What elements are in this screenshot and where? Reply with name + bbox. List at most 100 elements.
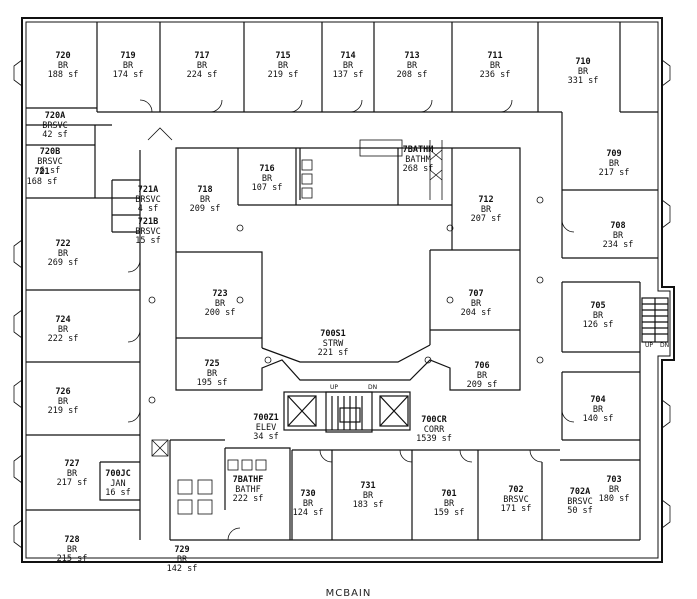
room-area: 137 sf: [332, 70, 364, 80]
room-id: 7BATHM: [402, 145, 434, 155]
room-type: BR: [66, 544, 78, 555]
room-id: 700S1: [320, 329, 346, 339]
room-area: 224 sf: [186, 70, 218, 80]
room-id: 718: [197, 185, 213, 195]
room-area: 180 sf: [598, 494, 630, 504]
room-id: 710: [575, 57, 591, 67]
room-id: 730: [300, 489, 316, 499]
room-id: 721B: [137, 217, 159, 227]
room-id: 706: [474, 361, 490, 371]
room-type: BR: [176, 554, 188, 565]
room-id: 715: [275, 51, 291, 61]
room-area: 1539 sf: [416, 434, 452, 444]
room-id: 707: [468, 289, 484, 299]
room-area: 159 sf: [433, 508, 465, 518]
room-area: 209 sf: [189, 204, 221, 214]
room-type: BR: [302, 498, 314, 509]
room-area: 50 sf: [567, 506, 593, 516]
room-type: BRSVC: [567, 496, 593, 507]
core-stair-up-label: UP: [330, 384, 339, 391]
room-id: 726: [55, 387, 71, 397]
room-id: 724: [55, 315, 71, 325]
room-area: 6 sf: [39, 166, 61, 176]
west-rooms: [26, 124, 141, 540]
room-area: 222 sf: [47, 334, 79, 344]
room-area: 331 sf: [567, 76, 599, 86]
room-area: 15 sf: [135, 236, 161, 246]
room-area: 107 sf: [251, 183, 283, 193]
room-area: 215 sf: [56, 554, 88, 564]
room-area: 234 sf: [602, 240, 634, 250]
room-id: 700JC: [105, 469, 131, 479]
room-type: BR: [196, 60, 208, 71]
room-type: BR: [608, 484, 620, 495]
room-id: 729: [174, 545, 190, 555]
bath-fixtures: [151, 139, 443, 515]
room-type: BR: [592, 404, 604, 415]
room-id: 717: [194, 51, 210, 61]
stair-down-label: DN: [660, 342, 670, 349]
room-id: 725: [204, 359, 220, 369]
room-type: BR: [608, 158, 620, 169]
room-area: 34 sf: [253, 432, 279, 442]
room-area: 16 sf: [105, 488, 131, 498]
room-area: 4 sf: [137, 204, 159, 214]
room-type: ELEV: [255, 422, 277, 433]
room-type: BR: [443, 498, 455, 509]
room-id: 716: [259, 164, 275, 174]
room-type: BR: [57, 248, 69, 259]
room-type: BRSVC: [37, 156, 63, 167]
room-type: BR: [57, 60, 69, 71]
room-type: BR: [476, 370, 488, 381]
columns: [148, 196, 544, 404]
room-type: BR: [362, 490, 374, 501]
room-area: 219 sf: [47, 406, 79, 416]
room-area: 217 sf: [56, 478, 88, 488]
room-id: 703: [606, 475, 622, 485]
room-area: 183 sf: [352, 500, 384, 510]
room-type: BR: [489, 60, 501, 71]
room-area: 171 sf: [500, 504, 532, 514]
room-type: BATHF: [235, 484, 261, 495]
room-id: 711: [487, 51, 503, 61]
room-id: 721A: [137, 185, 159, 195]
room-type: JAN: [110, 478, 126, 489]
room-type: BR: [612, 230, 624, 241]
room-id: 702: [508, 485, 524, 495]
room-area: 219 sf: [267, 70, 299, 80]
building-label: MCBAIN: [325, 588, 372, 599]
room-type: BR: [57, 324, 69, 335]
room-area: 236 sf: [479, 70, 511, 80]
room-type: BRSVC: [135, 226, 161, 237]
room-area: 204 sf: [460, 308, 492, 318]
room-area: 168 sf: [26, 176, 58, 187]
room-id: 701: [441, 489, 457, 499]
room-type: BR: [342, 60, 354, 71]
room-id: 721: [34, 167, 50, 177]
room-id: 702A: [569, 487, 591, 497]
window-bays: [13, 59, 671, 549]
central-core: [175, 147, 521, 391]
